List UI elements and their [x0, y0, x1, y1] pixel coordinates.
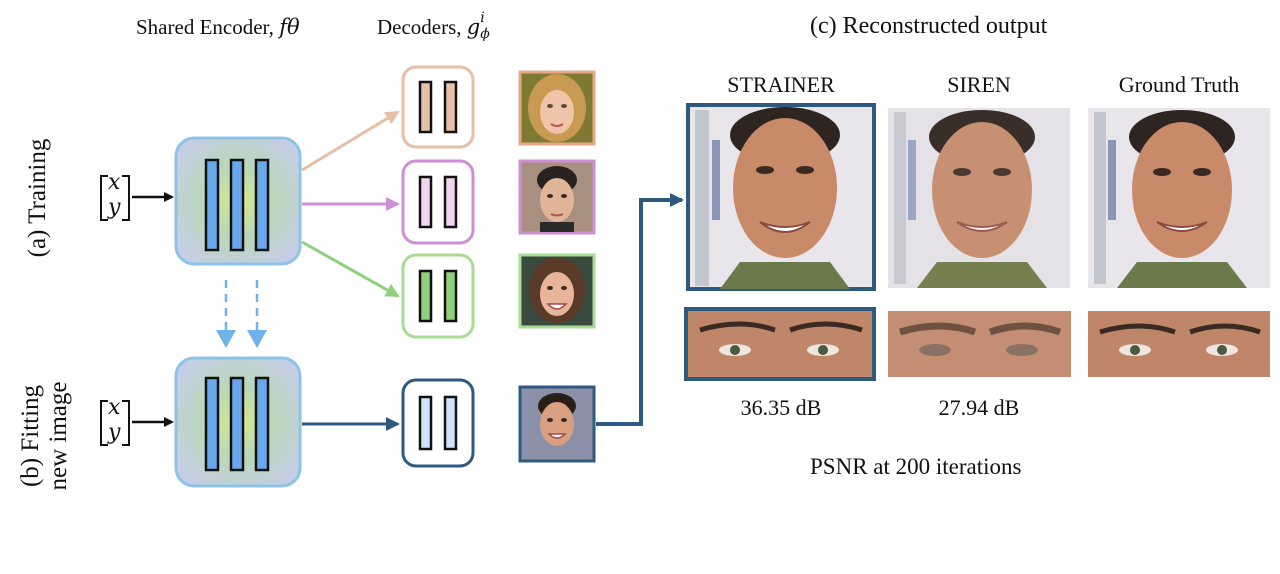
column-header-siren: SIREN — [947, 72, 1011, 97]
ground-truth-face — [1088, 108, 1270, 288]
shared-encoder-label: Shared Encoder, fθ — [136, 15, 300, 39]
arrow-to-decoder-3 — [301, 240, 400, 298]
siren-face — [888, 108, 1070, 288]
new-image-face — [518, 385, 596, 463]
decoder-new — [401, 378, 475, 468]
shared-encoder-training — [174, 136, 302, 266]
training-face-3 — [518, 253, 596, 329]
column-header-strainer: STRAINER — [727, 72, 835, 97]
reconstructed-output-title: (c) Reconstructed output — [810, 13, 1048, 39]
siren-eyes-crop — [888, 311, 1071, 377]
strainer-face — [686, 103, 876, 291]
strainer-eyes-crop — [684, 307, 876, 381]
arrow-to-output — [596, 193, 684, 426]
dashed-arrow-1 — [216, 280, 236, 348]
decoder-3 — [401, 253, 475, 339]
decoder-1 — [401, 65, 475, 149]
psnr-caption: PSNR at 200 iterations — [810, 454, 1022, 479]
ground-truth-eyes-crop — [1088, 311, 1270, 377]
dashed-arrow-2 — [247, 280, 267, 348]
psnr-strainer: 36.35 dB — [740, 395, 822, 420]
column-header-ground-truth: Ground Truth — [1118, 72, 1240, 97]
psnr-siren: 27.94 dB — [938, 395, 1020, 420]
training-face-1 — [518, 70, 596, 146]
training-face-2 — [518, 159, 596, 235]
arrow-to-decoder-1 — [301, 110, 400, 172]
shared-encoder-fitting — [174, 356, 302, 488]
decoder-2 — [401, 159, 475, 245]
